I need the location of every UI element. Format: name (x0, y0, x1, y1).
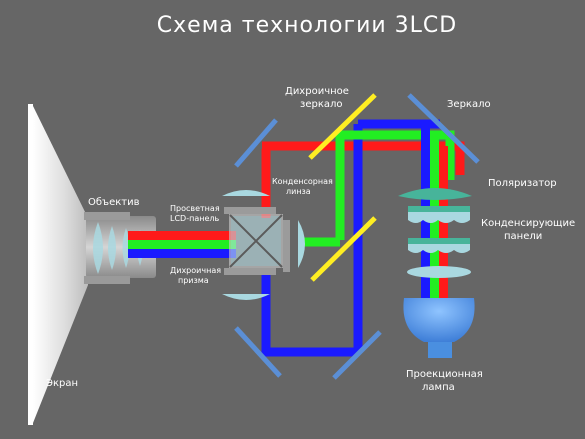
dichroic-mirror-label-line1: Дихроичное (285, 86, 349, 97)
transmissive-lcd-label-line2: LCD-панель (170, 214, 219, 223)
lens-label: Объектив (88, 197, 140, 208)
mirror-bottom-left (234, 326, 282, 378)
dichroic-mirror-top (308, 93, 377, 160)
dichroic-mirror-bottom (310, 216, 377, 282)
output-beams (128, 231, 236, 258)
condensing-panels (407, 206, 471, 278)
dichroic-mirror-label-line2: зеркало (300, 99, 343, 110)
mirror-top-right (407, 93, 480, 164)
dichroic-prism-label-line1: Дихроичная (170, 266, 221, 275)
condenser-lens-label-line2: линза (286, 187, 311, 196)
mirror-label: Зеркало (447, 99, 491, 110)
condenser-lenses (222, 190, 305, 300)
screen-label: Экран (46, 378, 78, 389)
dichroic-prism (229, 214, 283, 268)
green-beam (300, 130, 455, 247)
polarizer (398, 188, 472, 200)
transmissive-lcd-label-line1: Просветная (170, 204, 220, 213)
projection-lamp-label-line1: Проекционная (406, 369, 483, 380)
diagram-title: Схема технологии 3LCD (157, 13, 457, 38)
screen (28, 104, 33, 425)
projection-cone (33, 106, 88, 423)
mirror-top-left (234, 118, 278, 168)
lcd-panels (224, 207, 290, 275)
condenser-lens-label-line1: Конденсорная (272, 177, 333, 186)
projection-lamp-label-line2: лампа (422, 382, 455, 393)
projection-lamp (403, 298, 475, 358)
dichroic-prism-label-line2: призма (178, 276, 209, 285)
mirror-bottom-right (332, 330, 382, 380)
condensing-panels-label-line2: панели (504, 231, 542, 242)
condensing-panels-label-line1: Конденсирующие (481, 218, 575, 229)
polarizer-label: Поляризатор (488, 178, 557, 189)
